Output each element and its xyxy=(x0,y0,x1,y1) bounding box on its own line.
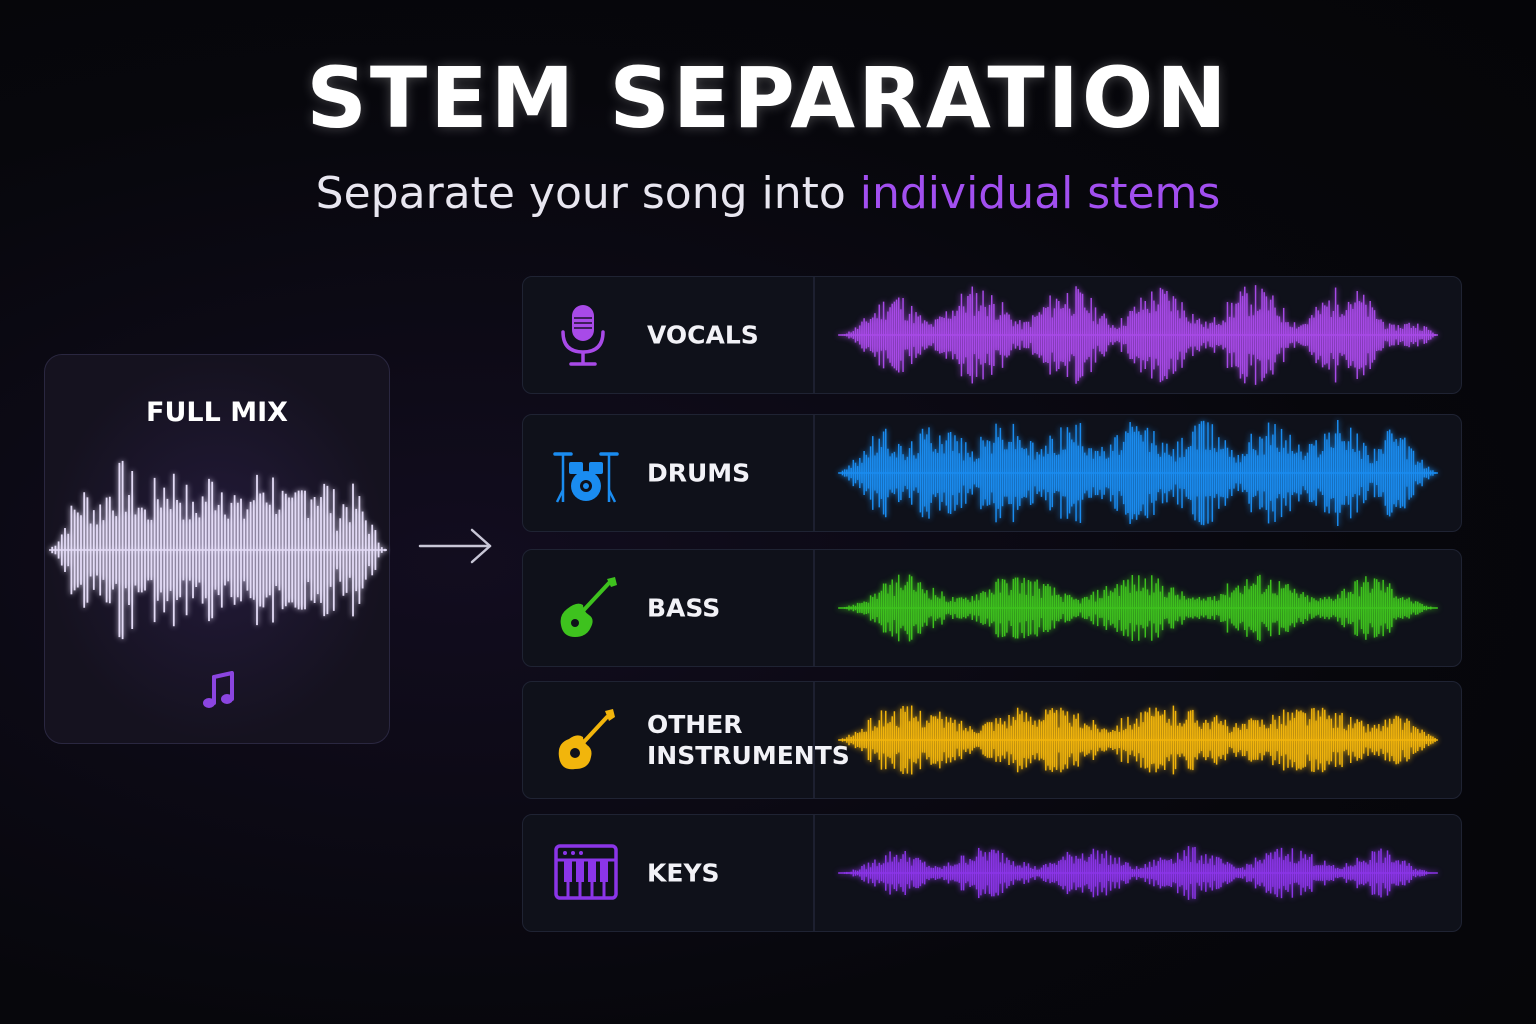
full-mix-label: FULL MIX xyxy=(146,397,288,428)
subtitle-highlight: individual stems xyxy=(859,168,1221,219)
stem-label-keys: KEYS xyxy=(647,858,720,888)
stem-waveform-drums xyxy=(838,419,1438,527)
stem-waveform-vocals xyxy=(838,285,1438,385)
stem-row-vocals[interactable]: VOCALS xyxy=(522,276,1462,394)
full-mix-card[interactable]: FULL MIX xyxy=(44,354,390,744)
stem-divider xyxy=(813,682,815,798)
stem-divider xyxy=(813,415,815,531)
full-mix-waveform xyxy=(49,460,387,640)
subtitle-text: Separate your song into xyxy=(315,168,860,219)
guitar-icon xyxy=(558,709,615,770)
stem-label-vocals: VOCALS xyxy=(647,320,759,350)
stem-waveform-bass xyxy=(838,574,1438,642)
music-note-icon xyxy=(203,671,234,708)
stem-row-keys[interactable]: KEYS xyxy=(522,814,1462,932)
stem-row-drums[interactable]: DRUMS xyxy=(522,414,1462,532)
page-subtitle: Separate your song into individual stems xyxy=(0,166,1536,222)
keyboard-icon xyxy=(554,844,618,900)
arrow-right-icon xyxy=(418,528,492,564)
stem-waveform-other-instruments xyxy=(838,705,1438,775)
page-title: STEM SEPARATION xyxy=(306,49,1230,147)
stem-waveform-keys xyxy=(838,846,1438,900)
stem-divider xyxy=(813,815,815,931)
bass-guitar-icon xyxy=(560,577,617,637)
microphone-icon xyxy=(561,305,605,366)
stem-row-other-instruments[interactable]: OTHER INSTRUMENTS xyxy=(522,681,1462,799)
drum-kit-icon xyxy=(553,452,619,503)
stem-divider xyxy=(813,277,815,393)
stem-label-drums: DRUMS xyxy=(647,458,751,488)
stem-label-other-instruments: OTHER INSTRUMENTS xyxy=(647,710,850,770)
stem-label-bass: BASS xyxy=(647,593,721,623)
stem-divider xyxy=(813,550,815,666)
stem-row-bass[interactable]: BASS xyxy=(522,549,1462,667)
